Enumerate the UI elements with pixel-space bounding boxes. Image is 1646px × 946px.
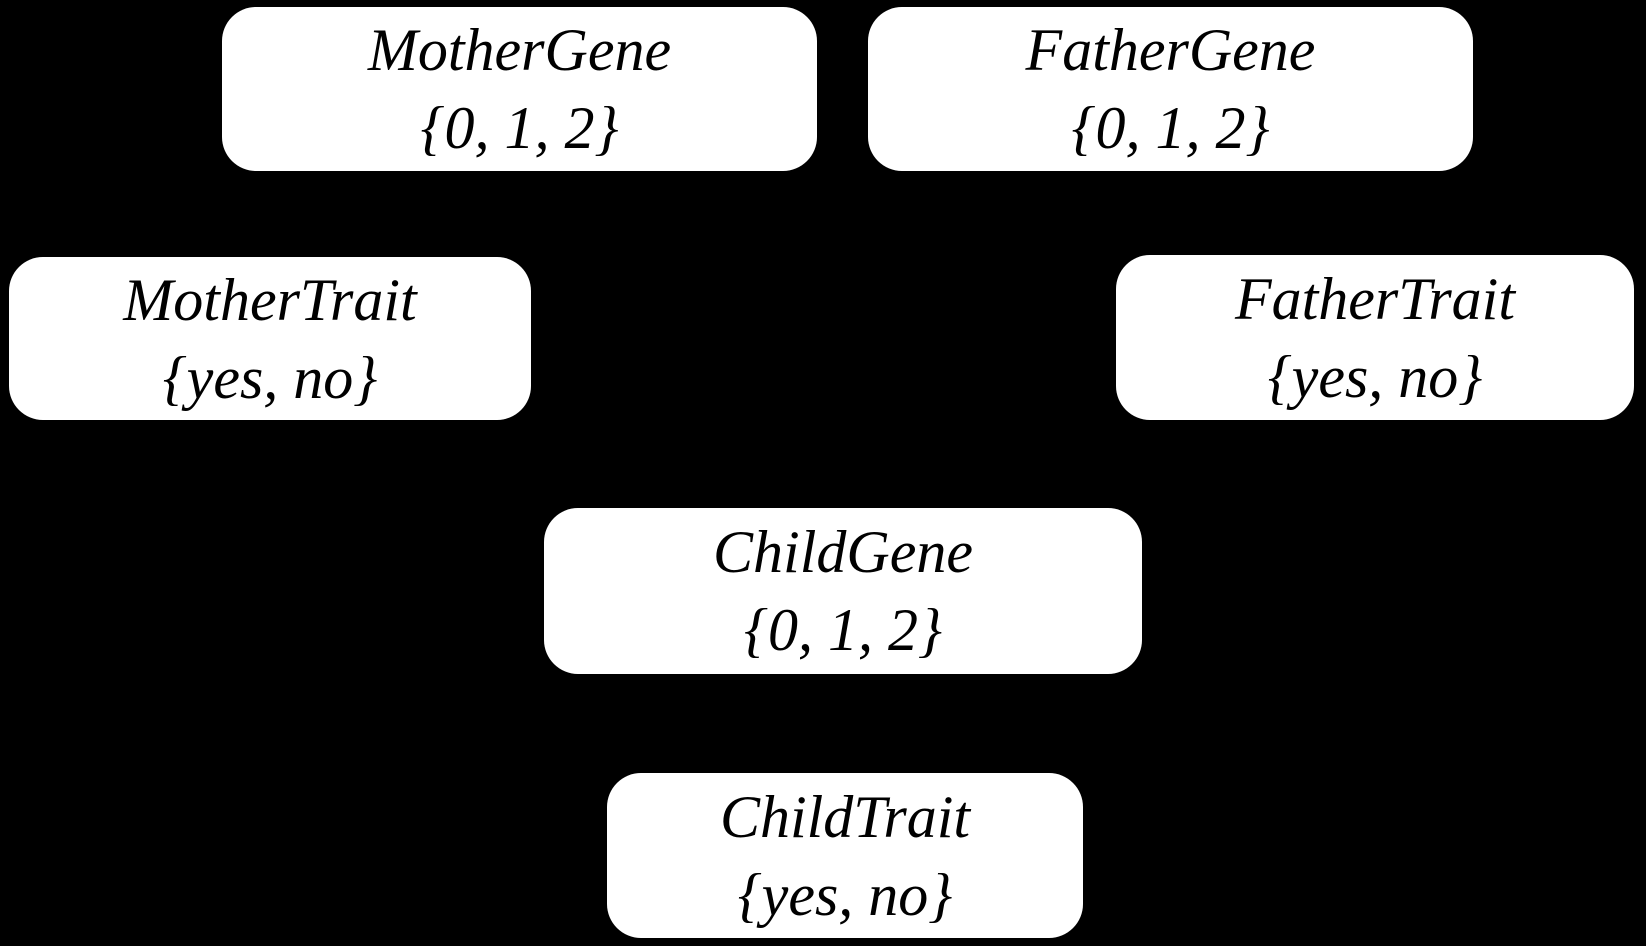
node-label: MotherGene: [367, 17, 672, 83]
node-label: MotherTrait: [123, 266, 417, 333]
node-label: ChildTrait: [719, 783, 971, 850]
node-mother-trait: MotherTrait {yes, no}: [9, 257, 531, 420]
node-domain-values: {yes, no}: [1267, 343, 1483, 410]
node-domain-values: {yes, no}: [162, 344, 378, 411]
node-domain-values: {0, 1, 2}: [744, 597, 942, 663]
node-label: ChildGene: [713, 519, 973, 585]
node-child-gene: ChildGene {0, 1, 2}: [544, 508, 1142, 674]
node-father-gene: FatherGene {0, 1, 2}: [868, 7, 1473, 171]
node-domain-values: {0, 1, 2}: [420, 95, 619, 161]
node-father-trait: FatherTrait {yes, no}: [1116, 255, 1634, 420]
node-mother-gene: MotherGene {0, 1, 2}: [222, 7, 817, 171]
node-child-trait: ChildTrait {yes, no}: [607, 773, 1083, 938]
node-domain-values: {0, 1, 2}: [1071, 95, 1270, 161]
node-label: FatherGene: [1025, 17, 1316, 83]
node-domain-values: {yes, no}: [737, 861, 953, 928]
node-label: FatherTrait: [1234, 265, 1516, 332]
